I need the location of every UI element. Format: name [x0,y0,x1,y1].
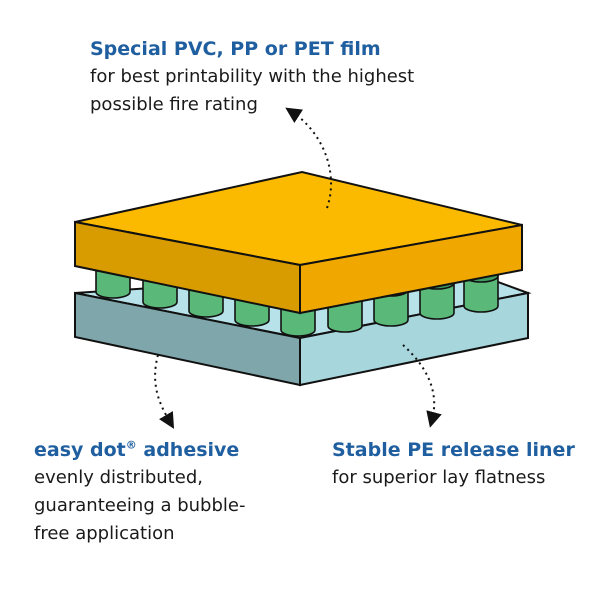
adhesive-title-rest: adhesive [136,439,240,461]
adhesive-title: easy dot® adhesive [34,436,245,464]
dotted-arrow-icon [402,344,442,428]
adhesive-label: easy dot® adhesive evenly distributed, g… [34,436,245,548]
film-title: Special PVC, PP or PET film [90,38,381,60]
adhesive-desc-line-2: guaranteeing a bubble- [34,495,246,516]
adhesive-dot [419,282,455,320]
film-layer [74,170,523,315]
liner-label: Stable PE release liner for superior lay… [332,436,575,492]
film-label: Special PVC, PP or PET film for best pri… [90,35,414,119]
adhesive-desc-line-1: evenly distributed, [34,467,203,488]
dotted-arrow-icon [285,107,332,209]
adhesive-title-main: easy dot [34,439,126,461]
dotted-arrow-icon [154,354,175,429]
liner-title: Stable PE release liner [332,439,575,461]
film-desc-line-1: for best printability with the highest [90,66,415,87]
registered-mark: ® [125,438,137,452]
liner-desc-line-1: for superior lay flatness [332,467,546,488]
adhesive-desc-line-3: free application [34,523,175,544]
film-side-face [299,223,523,315]
film-desc-line-2: possible fire rating [90,94,258,115]
adhesive-dot [463,275,499,313]
adhesive-dot [373,289,409,327]
